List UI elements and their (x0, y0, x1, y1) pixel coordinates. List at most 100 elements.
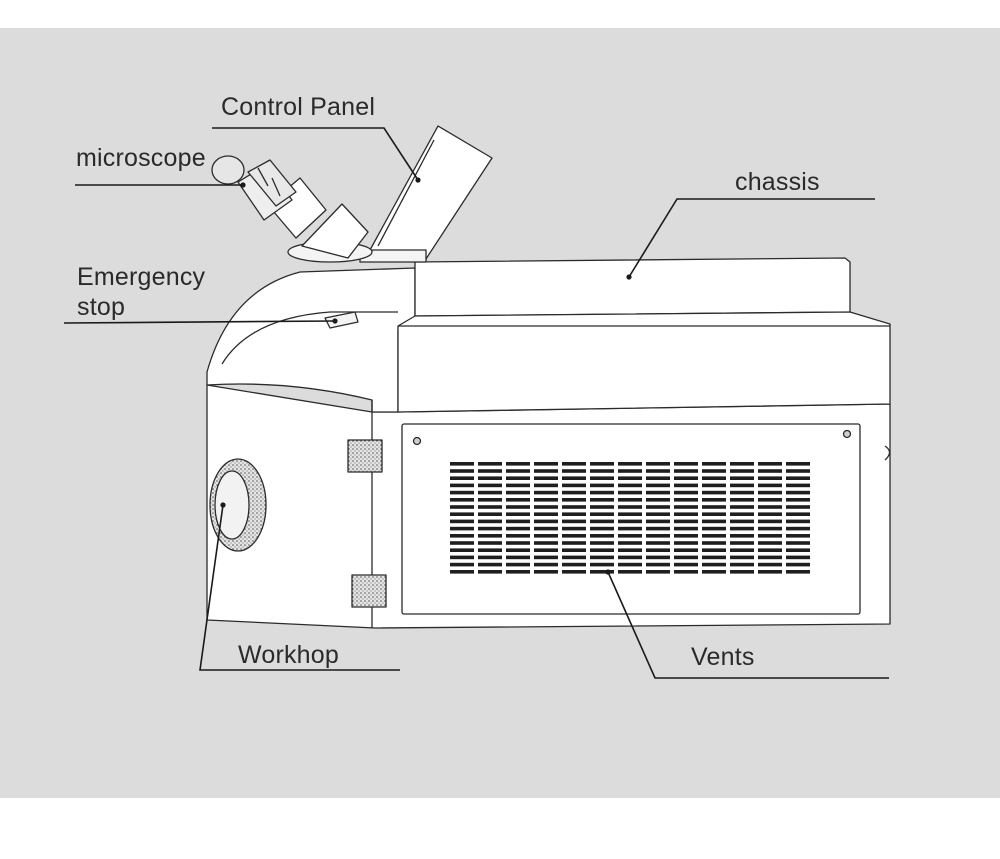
vent-slot (590, 469, 614, 473)
vent-slot (786, 490, 810, 495)
vent-slot (478, 498, 502, 502)
vent-slot (590, 498, 614, 502)
vent-slot (534, 505, 558, 509)
vent-slot (450, 483, 474, 488)
vent-slot (674, 541, 698, 545)
vent-slot (450, 505, 474, 509)
vent-slot (590, 548, 614, 552)
label-workshop: Workhop (238, 641, 339, 669)
vent-slot (562, 512, 586, 516)
vent-slot (674, 483, 698, 488)
vent-slot (562, 469, 586, 473)
vent-slot (674, 505, 698, 509)
vent-slot (786, 483, 810, 488)
vent-slot (618, 498, 642, 502)
label-microscope: microscope (76, 144, 206, 172)
vent-slot (562, 555, 586, 560)
vent-slot (646, 519, 670, 524)
leader-vents (607, 571, 889, 679)
vent-slot (758, 490, 782, 495)
vent-slot (562, 483, 586, 488)
vent-slot (646, 483, 670, 488)
vent-slot (730, 498, 754, 502)
vent-slot (534, 519, 558, 524)
vent-slot (450, 469, 474, 473)
vent-slot (646, 490, 670, 495)
label-control-panel: Control Panel (221, 93, 376, 121)
vent-slot (478, 548, 502, 552)
vent-slot (730, 476, 754, 480)
vent-slot (450, 534, 474, 538)
vent-slot (590, 526, 614, 531)
vent-slot (786, 519, 810, 524)
label-emergency-stop-line1: Emergency (77, 263, 206, 291)
vent-slot (702, 541, 726, 545)
vent-slot (450, 526, 474, 531)
vent-slot (534, 490, 558, 495)
vent-slot (590, 570, 614, 574)
vent-slot (646, 505, 670, 509)
vent-slot (590, 476, 614, 480)
vent-slot (534, 541, 558, 545)
vent-slot (534, 483, 558, 488)
vent-slot (506, 490, 530, 495)
vent-slot (674, 476, 698, 480)
vent-slot (506, 476, 530, 480)
vent-slot (702, 462, 726, 466)
vent-slot (786, 526, 810, 531)
vent-slot (730, 562, 754, 567)
vent-slot (534, 512, 558, 516)
vent-slot (758, 541, 782, 545)
vent-slot (730, 548, 754, 552)
leader-control-panel (212, 127, 419, 181)
vent-slot (562, 498, 586, 502)
vent-slot (730, 469, 754, 473)
vent-slot (646, 462, 670, 466)
vent-slot (786, 555, 810, 560)
vent-slot (506, 519, 530, 524)
vent-panel (401, 423, 861, 615)
vent-slot (646, 534, 670, 538)
vent-slot (786, 476, 810, 480)
vent-slot (534, 476, 558, 480)
vent-slot (450, 562, 474, 567)
vent-slot (478, 570, 502, 574)
vent-slot (478, 469, 502, 473)
vent-slot (674, 534, 698, 538)
vent-slot (730, 519, 754, 524)
vent-slot (590, 519, 614, 524)
vent-slot (506, 505, 530, 509)
vent-slot (506, 570, 530, 574)
vent-slot (758, 469, 782, 473)
vent-slot (646, 541, 670, 545)
vent-slot (674, 562, 698, 567)
vent-slot (590, 534, 614, 538)
vent-slot (758, 512, 782, 516)
vent-slot (674, 498, 698, 502)
vent-slot (506, 469, 530, 473)
vent-slot (562, 541, 586, 545)
vent-slot (702, 519, 726, 524)
vent-slot (618, 512, 642, 516)
vent-slot (646, 476, 670, 480)
vent-slot (450, 462, 474, 466)
vent-slot (758, 562, 782, 567)
vent-slot (478, 526, 502, 531)
vent-slot (534, 562, 558, 567)
vent-slot (730, 526, 754, 531)
vent-slot (646, 498, 670, 502)
vent-slot (590, 541, 614, 545)
vent-slot (786, 548, 810, 552)
vent-slot (590, 462, 614, 466)
vent-slot (758, 548, 782, 552)
panel-screw (412, 436, 422, 446)
vent-slot (758, 462, 782, 466)
vent-slot (618, 541, 642, 545)
vent-slot (534, 548, 558, 552)
vent-slot (478, 519, 502, 524)
vent-slot (674, 526, 698, 531)
vent-slot (618, 462, 642, 466)
vent-slot (646, 526, 670, 531)
vent-slot (758, 570, 782, 574)
vent-slot (478, 462, 502, 466)
